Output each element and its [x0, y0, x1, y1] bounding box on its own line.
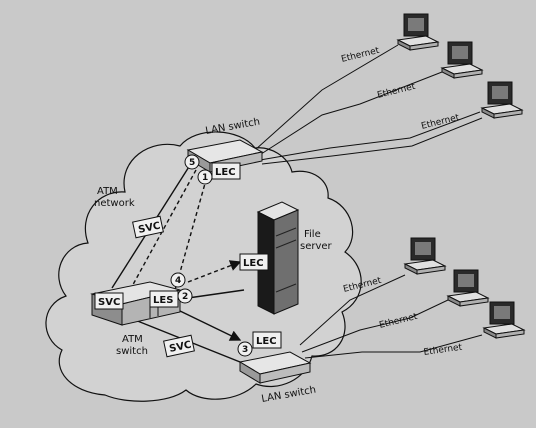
svc-box-left-label: SVC — [98, 297, 120, 308]
step-1-top: 1 — [197, 169, 213, 185]
atm-switch-label-line1: ATM — [122, 334, 143, 345]
lec-box-top-label: LEC — [215, 167, 236, 178]
ethernet-label-6: Ethernet — [423, 343, 463, 358]
lec-box-bottom-label: LEC — [256, 336, 277, 347]
ethernet-cables-bottom — [299, 274, 483, 359]
lan-switch-bottom-label: LAN switch — [261, 385, 317, 405]
ethernet-cables-top — [254, 44, 483, 165]
atm-network-cloud — [45, 131, 362, 402]
file-server-label-line2: server — [300, 241, 333, 252]
pc-6 — [482, 301, 526, 339]
lan-switch-bottom — [238, 351, 312, 384]
svc-box-upper: SVC — [132, 215, 164, 239]
lec-box-bottom: LEC — [252, 331, 282, 349]
lec-box-server-label: LEC — [243, 258, 264, 269]
les-box: LES — [149, 290, 179, 308]
les-box-label: LES — [153, 295, 173, 306]
lec-box-top: LEC — [211, 162, 241, 180]
step-3: 3 — [237, 341, 253, 357]
ethernet-label-5: Ethernet — [378, 312, 418, 331]
pc-2 — [440, 41, 484, 79]
cloud-label-line2: network — [94, 198, 135, 209]
svc-box-lower-label: SVC — [168, 340, 192, 355]
step-4-label: 4 — [175, 276, 181, 286]
step-2-label: 2 — [182, 292, 188, 302]
atm-switch-label-line2: switch — [116, 346, 148, 357]
step-1-top-label: 1 — [202, 173, 208, 183]
ethernet-label-1: Ethernet — [340, 46, 380, 65]
pc-3 — [480, 81, 524, 119]
svc-box-left: SVC — [94, 292, 124, 310]
step-3-label: 3 — [242, 345, 248, 355]
pc-1 — [396, 13, 440, 51]
file-server-label-line1: File — [304, 229, 321, 240]
step-5-label: 5 — [189, 158, 195, 168]
step-2: 2 — [177, 288, 193, 304]
svc-box-upper-label: SVC — [137, 221, 161, 236]
step-5: 5 — [184, 154, 200, 170]
cloud-label-line1: ATM — [97, 186, 118, 197]
svc-box-lower: SVC — [163, 334, 195, 358]
pc-4 — [403, 237, 447, 275]
pc-5 — [446, 269, 490, 307]
ethernet-label-2: Ethernet — [376, 82, 416, 101]
step-4: 4 — [170, 272, 186, 288]
lec-box-server: LEC — [239, 253, 269, 271]
